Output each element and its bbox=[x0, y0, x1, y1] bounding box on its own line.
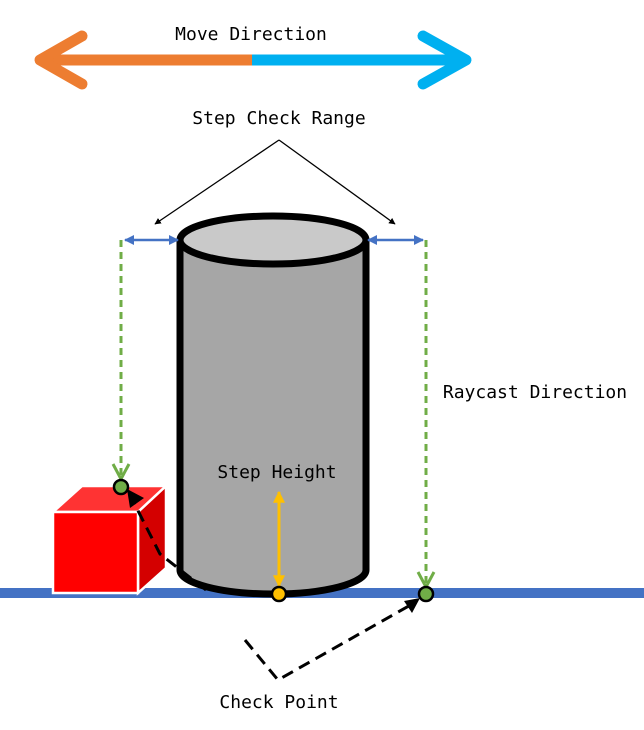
connector-box-arrowhead bbox=[127, 489, 144, 508]
step-check-range-label: Step Check Range bbox=[192, 108, 365, 129]
check-point-label: Check Point bbox=[219, 692, 338, 713]
raycast-left bbox=[111, 240, 131, 483]
check-point-ground bbox=[417, 585, 435, 603]
step-height-base-point bbox=[270, 585, 288, 603]
cylinder-top bbox=[176, 212, 370, 268]
raycast-direction-label: Raycast Direction bbox=[443, 382, 627, 403]
move-direction-arrow bbox=[34, 30, 472, 90]
connector-to-ground-point bbox=[243, 601, 415, 682]
move-direction-label: Move Direction bbox=[175, 24, 327, 45]
raycast-right bbox=[416, 240, 436, 591]
move-arrow-left-head bbox=[34, 30, 88, 90]
connector-to-box-point bbox=[129, 496, 207, 592]
step-obstacle-box bbox=[49, 483, 170, 596]
range-pointer-right bbox=[278, 139, 396, 225]
step-height-label: Step Height bbox=[217, 462, 336, 483]
box-front-face bbox=[51, 510, 140, 595]
cylinder-body bbox=[176, 236, 370, 598]
move-arrow-right-head bbox=[417, 30, 472, 90]
connector-ground-arrowhead bbox=[404, 598, 420, 613]
check-point-box bbox=[112, 478, 130, 496]
check-point-connectors bbox=[127, 489, 420, 682]
range-pointer-lines bbox=[154, 139, 396, 225]
character-cylinder bbox=[176, 212, 370, 598]
range-pointer-left bbox=[154, 139, 280, 225]
